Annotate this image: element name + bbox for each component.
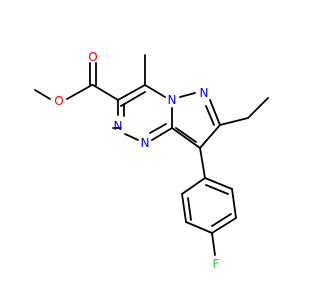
molecule-structure: O O N N N N F	[34, 50, 269, 271]
bond-o-carbonyl-carbon	[66, 84, 93, 100]
bond-ethyl-1	[219, 117, 249, 126]
atom-labels: O O N N N N F	[54, 50, 219, 271]
bond-c4-n	[144, 84, 166, 98]
bond-ethyl-2	[247, 97, 269, 119]
bond-n-n	[179, 92, 196, 98]
bond-c3-c3a-inner	[175, 127, 197, 143]
bond-ph-4-inner	[211, 213, 232, 227]
bond-n2-n1	[124, 133, 139, 141]
bond-ph-6-inner	[205, 184, 229, 195]
bond-c3-c4-inner	[120, 91, 146, 107]
nitrogen-bridge-label: N	[168, 93, 177, 107]
nitrogen-triazine-b-label: N	[141, 136, 150, 150]
bond-c3-c4	[117, 84, 146, 101]
bond-phenyl-attach	[199, 147, 206, 179]
fluorine-label: F	[213, 257, 220, 271]
bond-ph-1	[181, 177, 206, 195]
bond-ph-5	[231, 188, 237, 219]
nitrogen-triazine-a-label: N	[114, 119, 123, 133]
nitrogen-pyrazole-label: N	[200, 86, 209, 100]
oxygen-carbonyl-label: O	[88, 50, 97, 64]
bond-methyl-o	[34, 89, 51, 100]
bond-ph-4	[211, 217, 237, 234]
oxygen-ester-label: O	[54, 94, 63, 108]
bond-c8a-n1	[151, 127, 173, 141]
bond-n-c2-inner	[205, 105, 215, 126]
bond-ph-3	[185, 221, 213, 234]
molecule-canvas: O O N N N N F	[34, 50, 269, 271]
bond-ph-6	[204, 177, 233, 190]
bond-ph-2-inner	[187, 197, 192, 221]
bond-carbonyl-ring	[92, 84, 119, 101]
bond-ph-2	[181, 193, 187, 223]
bond-c-f	[211, 232, 216, 256]
bond-c2-c3	[199, 124, 221, 149]
bond-c3-c3a	[171, 127, 201, 149]
bond-n-c2	[209, 99, 221, 126]
bond-c8a-n1-inner	[149, 123, 167, 134]
bonds	[34, 54, 269, 256]
